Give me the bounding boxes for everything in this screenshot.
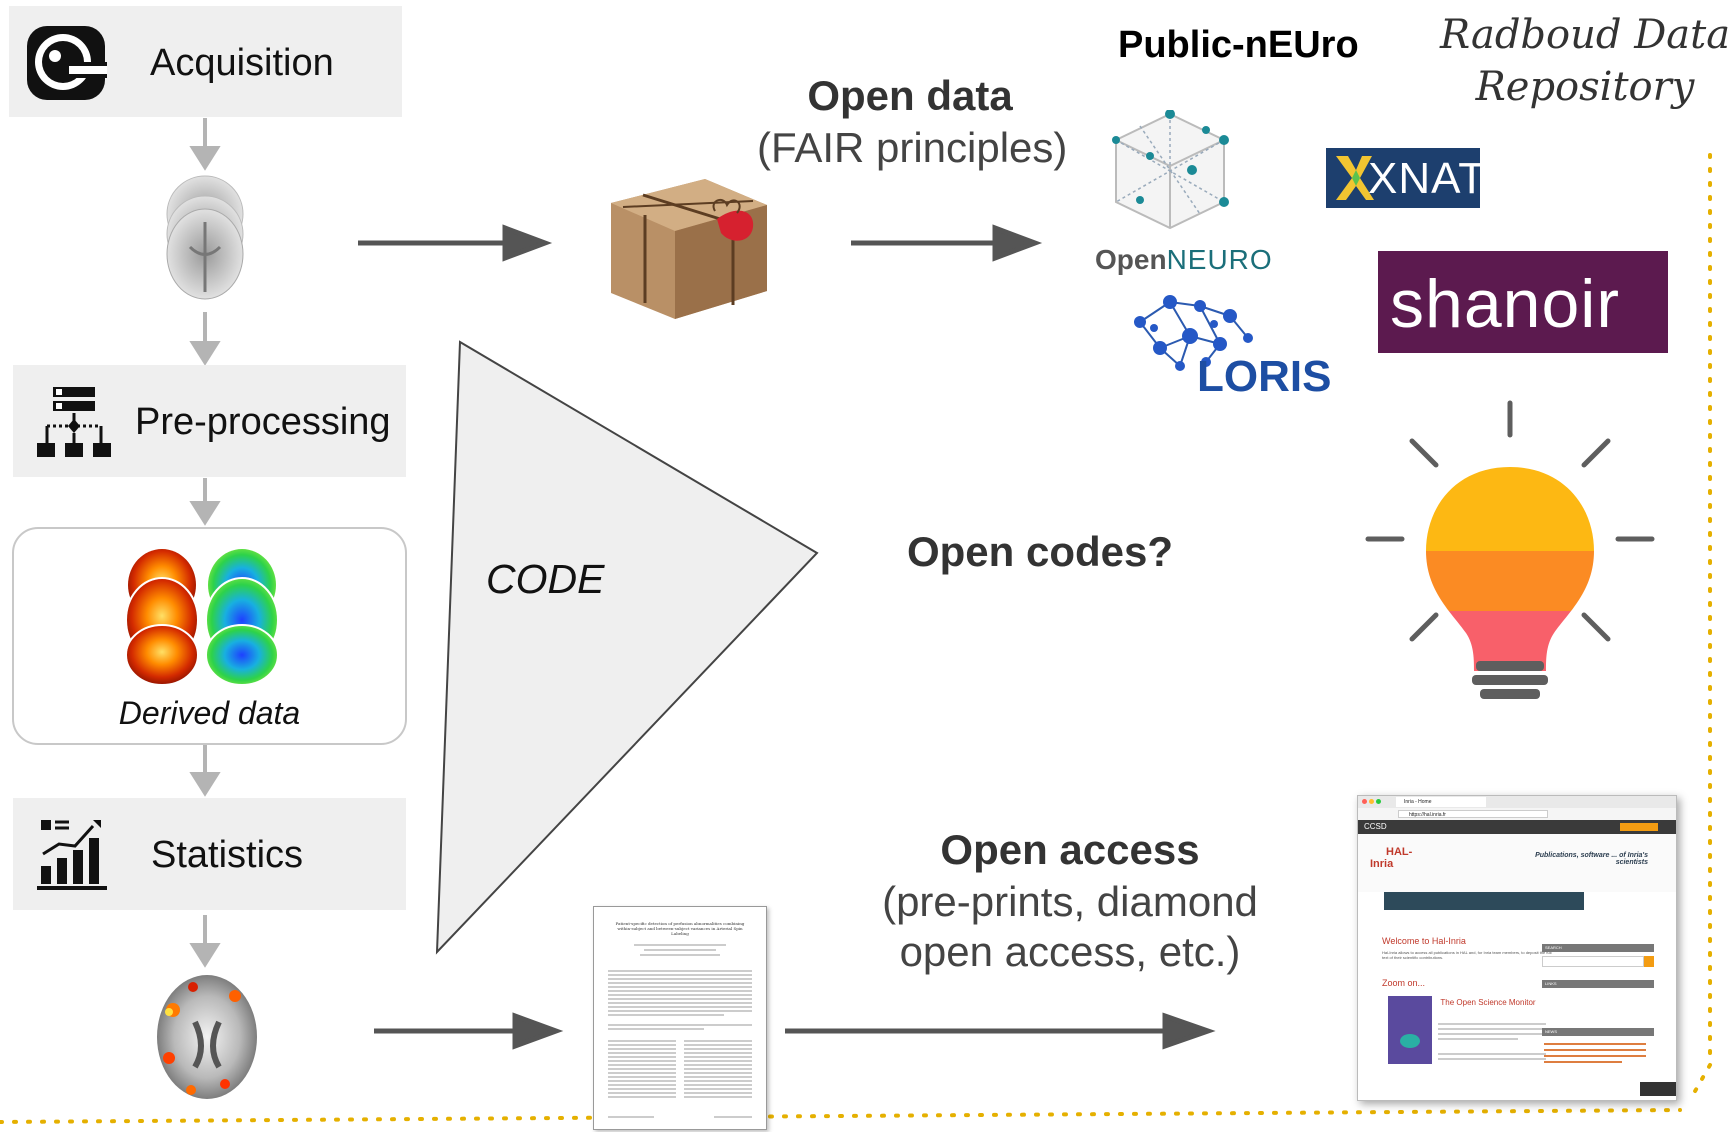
maximize-dot-icon bbox=[1376, 799, 1381, 804]
derived-data-box: Derived data bbox=[12, 527, 407, 745]
site-navbar: CCSD bbox=[1358, 820, 1676, 834]
browser-tab[interactable]: Inria - Home bbox=[1396, 797, 1486, 807]
open-data-subtitle-clip: (FAIR principles) bbox=[757, 124, 1073, 174]
site-menu[interactable] bbox=[1384, 892, 1584, 910]
statistics-box: Statistics bbox=[13, 798, 406, 910]
open-access-line1: (pre-prints, diamond bbox=[882, 878, 1258, 925]
xnat-logo: XNAT bbox=[1326, 148, 1485, 208]
hal-logo-line1: HAL- bbox=[1386, 846, 1413, 858]
open-data-title: Open data bbox=[807, 72, 1013, 119]
hal-logo: HAL- Inria bbox=[1370, 846, 1412, 870]
osm-cover-graphic bbox=[1400, 1034, 1420, 1048]
derived-brain-maps bbox=[125, 549, 279, 685]
manage-services-button[interactable] bbox=[1640, 1082, 1676, 1096]
radboud-repository-label: Radboud Data Repository bbox=[1425, 12, 1729, 110]
hal-inria-screenshot: Inria - Home https://hal.inria.fr CCSD H… bbox=[1357, 795, 1677, 1101]
openneuro-open: Open bbox=[1095, 244, 1167, 275]
openneuro-wordmark: OpenNEURO bbox=[1095, 244, 1273, 276]
zoom-title: Zoom on... bbox=[1382, 978, 1426, 988]
news-header: NEWS bbox=[1542, 1028, 1654, 1036]
xnat-wordmark: XNAT bbox=[1368, 154, 1487, 203]
lightbulb-icon bbox=[1365, 400, 1655, 699]
paper-text-lines bbox=[608, 944, 752, 1118]
minimize-dot-icon bbox=[1369, 799, 1374, 804]
mri-stack-image bbox=[166, 175, 244, 300]
flow-arrows bbox=[358, 224, 1216, 1050]
osm-cover-image bbox=[1388, 996, 1432, 1064]
news-text-lines bbox=[1544, 1043, 1646, 1063]
search-header: SEARCH bbox=[1542, 944, 1654, 952]
pipeline-arrows bbox=[189, 118, 221, 968]
search-button[interactable] bbox=[1644, 956, 1654, 967]
welcome-text: Hal-Inria allows to access all publicati… bbox=[1382, 950, 1552, 960]
statistics-brain-map bbox=[157, 975, 257, 1099]
code-funnel bbox=[435, 340, 819, 955]
public-neuro-label: Public-nEUro bbox=[1118, 24, 1359, 66]
open-data-subtitle: (FAIR principles) bbox=[757, 124, 1068, 171]
openneuro-cube-logo bbox=[1112, 110, 1229, 230]
open-access-block: Open access (pre-prints, diamond open ac… bbox=[850, 826, 1290, 976]
acquisition-label: Acquisition bbox=[150, 42, 334, 84]
preprocessing-box: Pre-processing bbox=[13, 365, 406, 477]
hal-logo-line2: Inria bbox=[1370, 858, 1394, 870]
ccsd-brand[interactable]: CCSD bbox=[1364, 822, 1387, 831]
open-codes-label: Open codes? bbox=[906, 528, 1174, 575]
bar-chart-icon bbox=[37, 820, 107, 890]
radboud-line1: Radboud Data bbox=[1439, 12, 1729, 58]
open-access-title: Open access bbox=[940, 826, 1200, 873]
paper-thumbnail: Patient-specific detection of perfusion … bbox=[593, 906, 767, 1130]
browser-tabbar: Inria - Home bbox=[1358, 796, 1676, 808]
shanoir-logo: shanoir bbox=[1378, 251, 1668, 353]
xnat-x-icon bbox=[1336, 156, 1374, 200]
links-header: LINKS bbox=[1542, 980, 1654, 988]
code-label: CODE bbox=[486, 556, 605, 602]
hal-tagline: Publications, software ... of Inria's sc… bbox=[1535, 852, 1648, 866]
osm-title: The Open Science Monitor bbox=[1440, 998, 1536, 1007]
url-bar[interactable]: https://hal.inria.fr bbox=[1398, 810, 1548, 818]
close-dot-icon bbox=[1362, 799, 1367, 804]
loris-network-logo bbox=[1134, 295, 1253, 371]
site-header: HAL- Inria Publications, software ... of… bbox=[1358, 834, 1676, 892]
shanoir-wordmark: shanoir bbox=[1390, 266, 1621, 342]
sign-in-button[interactable] bbox=[1620, 823, 1658, 831]
welcome-title: Welcome to Hal-Inria bbox=[1382, 936, 1466, 946]
paper-title: Patient-specific detection of perfusion … bbox=[615, 921, 745, 936]
radboud-line2: Repository bbox=[1475, 64, 1695, 110]
open-access-line2: open access, etc.) bbox=[899, 928, 1241, 975]
acquisition-box: Acquisition bbox=[9, 6, 402, 117]
parcel-image bbox=[611, 179, 767, 319]
derived-data-label: Derived data bbox=[118, 695, 301, 731]
mri-scanner-icon bbox=[27, 26, 107, 100]
openneuro-neuro: NEURO bbox=[1166, 244, 1273, 275]
osm-text-lines bbox=[1438, 1023, 1546, 1060]
search-input[interactable] bbox=[1542, 956, 1644, 967]
hierarchy-icon bbox=[37, 387, 111, 457]
preprocessing-label: Pre-processing bbox=[135, 401, 391, 443]
dotted-boundary bbox=[0, 153, 1712, 1124]
loris-wordmark: LORIS bbox=[1197, 352, 1332, 401]
statistics-label: Statistics bbox=[151, 834, 304, 876]
